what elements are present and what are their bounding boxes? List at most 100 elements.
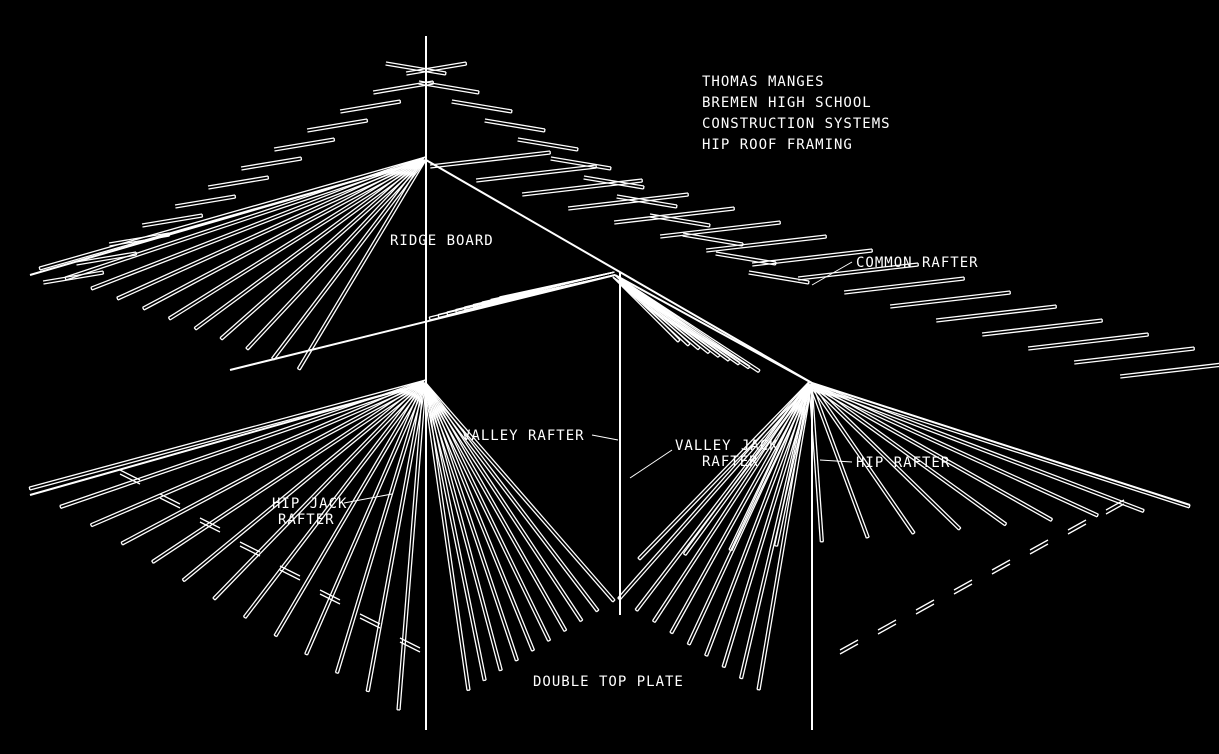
- double-top-plate-block: [915, 603, 935, 615]
- hip-jack-rafter: [276, 382, 427, 637]
- rafter-tail: [142, 216, 203, 228]
- valley-jack-rafter: [446, 311, 449, 316]
- hip-jack-rafter: [143, 159, 427, 311]
- hip-jack-rafter: [866, 536, 870, 539]
- double-top-plate-block: [159, 497, 181, 509]
- hip-jack-rafter: [90, 156, 426, 288]
- hip-jack-rafter: [617, 380, 811, 599]
- hip-jack-rafter: [242, 380, 425, 617]
- common-rafter: [981, 318, 1103, 334]
- common-rafter: [1119, 362, 1219, 376]
- hip-jack-rafter: [142, 156, 425, 308]
- common-rafter: [422, 384, 581, 623]
- valley-jack-rafter: [614, 274, 761, 371]
- hip-rafter-label: HIP RAFTER: [856, 455, 951, 471]
- hip-jack-rafter: [337, 382, 427, 674]
- hip-rafter-upper: [29, 159, 427, 276]
- hip-jack-rafter: [683, 553, 687, 556]
- ridge-board: [425, 159, 813, 384]
- main-framing-members: [29, 36, 1191, 730]
- hip-jack-rafter: [142, 307, 145, 311]
- common-rafter: [706, 237, 827, 253]
- rafter-tail: [208, 178, 269, 190]
- valley-jack-rafter: [612, 276, 759, 374]
- double-top-plate-block: [839, 639, 859, 651]
- common-rafter: [521, 178, 643, 194]
- rafter-tail: [175, 197, 236, 209]
- valley-jack-rafter: [498, 296, 501, 301]
- common-rafter: [889, 290, 1011, 306]
- common-rafter: [1028, 335, 1149, 351]
- double-top-plate-block: [877, 623, 897, 635]
- rafter-tail: [75, 251, 137, 263]
- common-rafter: [844, 279, 965, 295]
- common-rafter: [422, 383, 484, 681]
- rafter-tail: [141, 213, 203, 225]
- hip-jack-rafter: [91, 382, 427, 528]
- hip-jack-rafter: [335, 671, 339, 674]
- hip-jack-rafter: [306, 382, 427, 656]
- valley-jack-rafter: [481, 301, 484, 306]
- rafter-tail: [385, 61, 447, 73]
- double-top-plate-block: [991, 563, 1011, 575]
- hip-jack-rafter: [809, 384, 960, 531]
- hip-jack-rafter: [116, 296, 119, 301]
- rafter-tail: [418, 80, 480, 92]
- hip-jack-rafter: [685, 382, 813, 556]
- common-rafter: [982, 321, 1103, 337]
- hip-jack-rafter: [637, 380, 811, 559]
- course-name: CONSTRUCTION SYSTEMS: [702, 116, 891, 132]
- hip-jack-rafter: [810, 385, 1144, 513]
- double-top-plate-block: [1067, 519, 1087, 531]
- hip-jack-rafter: [396, 382, 424, 710]
- hip-jack-rafter: [120, 542, 124, 546]
- common-rafter-leader: [811, 261, 853, 286]
- double-top-plate-block: [119, 469, 141, 481]
- hip-jack-rafter: [636, 382, 813, 612]
- double-top-plate-block: [239, 545, 261, 557]
- hip-jack-rafter: [1142, 509, 1145, 513]
- double-top-plate-block: [1067, 523, 1087, 535]
- double-top-plate-block: [159, 493, 181, 505]
- double-top-plate-block: [991, 559, 1011, 571]
- hip-jack-rafter: [759, 382, 813, 691]
- valley-jack-rafter: [757, 369, 761, 373]
- rafter-tail: [484, 118, 546, 130]
- hip-jack-rafter: [639, 382, 813, 561]
- hip-jack-rafter: [247, 159, 427, 351]
- hip-jack-rafter: [151, 379, 425, 562]
- hip-jack-rafter: [219, 337, 223, 341]
- common-rafter: [522, 181, 643, 197]
- double-top-plate-block: [399, 641, 421, 653]
- common-rafter: [797, 262, 919, 278]
- rafter-tail: [340, 102, 401, 114]
- valley-jack-rafter: [687, 343, 691, 347]
- common-rafter: [422, 383, 517, 662]
- hip-rafter-right: [811, 382, 1191, 506]
- common-rafter: [567, 192, 689, 208]
- hip-jack-rafter: [756, 688, 761, 691]
- valley-rafter-leader: [591, 434, 619, 441]
- common-rafter: [422, 383, 500, 671]
- hip-jack-rafter-label-line2: RAFTER: [278, 512, 335, 528]
- hip-jack-rafter: [304, 653, 308, 656]
- rafter-tail: [682, 235, 743, 247]
- hip-jack-rafter: [634, 608, 638, 612]
- double-top-plate-block: [1105, 499, 1125, 511]
- hip-jack-rafter: [399, 382, 427, 711]
- common-rafter: [422, 384, 565, 632]
- rafter-tail: [550, 156, 612, 168]
- common-rafter: [798, 265, 919, 281]
- hip-jack-rafter: [958, 527, 962, 531]
- double-top-plate-block: [877, 619, 897, 631]
- hip-rafter-lower: [29, 382, 427, 496]
- double-top-plate-block: [915, 599, 935, 611]
- common-rafter: [515, 659, 519, 662]
- hip-jack-rafter: [810, 385, 1190, 509]
- hip-jack-rafter: [669, 631, 673, 635]
- double-top-plate-block: [359, 613, 381, 625]
- rafter-tail: [207, 175, 269, 187]
- hip-rafter: [614, 274, 813, 384]
- ridge-board-label: RIDGE BOARD: [390, 233, 494, 249]
- hip-jack-rafter: [245, 157, 425, 349]
